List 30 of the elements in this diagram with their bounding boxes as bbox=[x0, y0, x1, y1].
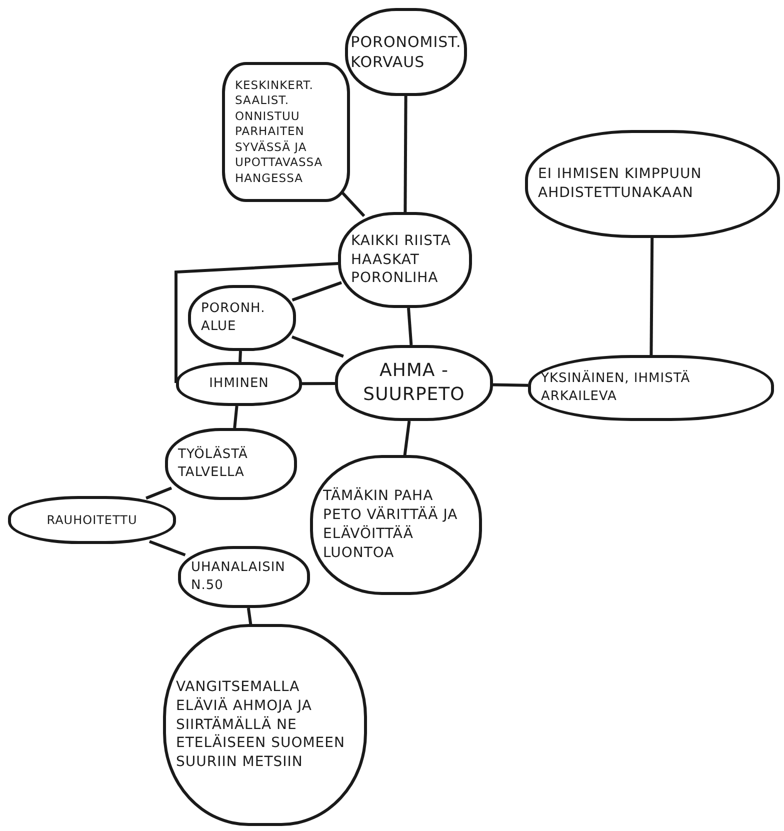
bubble-text: TÄMÄKIN PAHA PETO VÄRITTÄÄ JA ELÄVÖITTÄÄ LUONTOA bbox=[323, 487, 459, 563]
bubble-text: KESKINKERT. SAALIST. ONNISTUU PARHAITEN SYVÄSSÄ JA UPOTTAVASSA HANGESSA bbox=[235, 78, 324, 186]
bubble-text: YKSINÄINEN, IHMISTÄ ARKAILEVA bbox=[541, 370, 692, 406]
bubble-text: VANGITSEMALLA ELÄVIÄ AHMOJA JA SIIRTÄMÄLLÄ NE ETELÄISEEN SUOMEEN SUURIIN METSIIN bbox=[176, 678, 346, 772]
bubble-text: UHANALAISIN N.50 bbox=[191, 559, 286, 595]
connector-line bbox=[233, 406, 238, 428]
connector-line bbox=[650, 238, 654, 356]
connector-line bbox=[291, 336, 344, 358]
bubble-text: PORONH. ALUE bbox=[201, 300, 266, 336]
bubble-text: EI IHMISEN KIMPPUUN AHDISTETTUNAKAAN bbox=[538, 165, 703, 203]
connector-line bbox=[492, 383, 528, 387]
connector-line bbox=[174, 262, 338, 384]
connector-line bbox=[403, 420, 411, 456]
bubble-text: PORONOMIST. KORVAUS bbox=[350, 32, 462, 72]
bubble-text: TYÖLÄSTÄ TALVELLA bbox=[178, 446, 249, 482]
idea-bubble bbox=[176, 362, 302, 406]
idea-bubble bbox=[178, 546, 310, 608]
connector-line bbox=[292, 281, 342, 302]
connector-line bbox=[407, 308, 413, 346]
bubble-text: AHMA -SUURPETO bbox=[362, 358, 466, 407]
bubble-text: KAIKKI RIISTA HAASKAT PORONLIHA bbox=[351, 232, 452, 288]
connector-line bbox=[404, 96, 408, 212]
bubble-text: RAUHOITETTU bbox=[46, 512, 138, 528]
connector-line bbox=[246, 608, 252, 625]
idea-bubble bbox=[188, 285, 296, 351]
connector-line bbox=[302, 382, 335, 386]
idea-bubble bbox=[345, 8, 467, 96]
bubble-text: IHMINEN bbox=[209, 375, 269, 393]
idea-bubble bbox=[222, 62, 350, 202]
connector-line bbox=[238, 350, 242, 362]
